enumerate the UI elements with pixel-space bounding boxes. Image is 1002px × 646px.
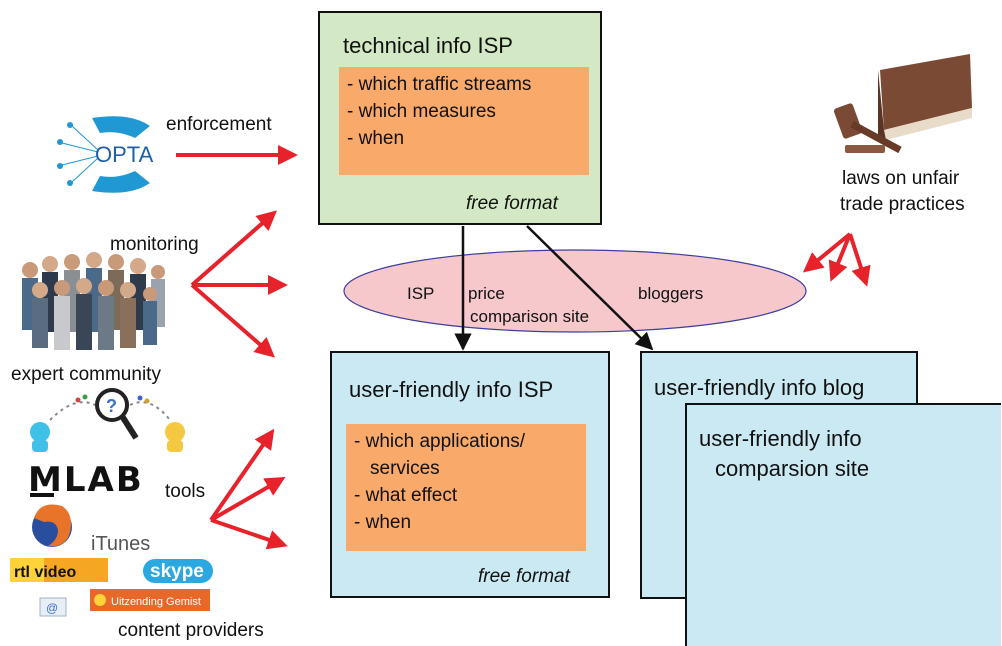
arrow-tech-to-blog — [526, 225, 654, 351]
ellipse-price-label: price — [468, 284, 505, 303]
opta-logo-text: OPTA — [95, 142, 154, 167]
tools-label: tools — [165, 481, 206, 502]
laws-label-line1: laws on unfair — [842, 168, 960, 189]
ellipse-isp-label: ISP — [407, 284, 435, 303]
technical-info-list: - which traffic streams - which measures… — [339, 67, 589, 175]
technical-item-2: - which measures — [347, 101, 496, 122]
firefox-icon — [32, 504, 72, 547]
arrow-tools-up — [209, 428, 275, 522]
expert-community-label: expert community — [11, 364, 161, 385]
uitzending-gemist-text: Uitzending Gemist — [111, 596, 201, 608]
user-info-isp-box: user-friendly info ISP - which applicati… — [330, 351, 610, 598]
expert-community-image — [22, 252, 165, 350]
user-free-format: free format — [478, 566, 570, 587]
red-arrows — [176, 145, 871, 550]
technical-info-title: technical info ISP — [343, 33, 513, 58]
user-info-isp-title: user-friendly info ISP — [349, 377, 554, 402]
user-info-isp-list: - which applications/ services - what ef… — [346, 424, 586, 551]
comparison-title-line2: comparsion site — [715, 456, 870, 481]
user-item-1: - which applications/ — [354, 431, 526, 452]
user-item-2: services — [370, 458, 440, 479]
search-network-icon: ? — [30, 388, 185, 452]
ellipse-bloggers-label: bloggers — [638, 284, 704, 303]
user-item-3: - what effect — [354, 485, 458, 506]
technical-info-box: technical info ISP - which traffic strea… — [318, 11, 602, 225]
actors-ellipse — [343, 249, 807, 333]
content-providers-label: content providers — [118, 620, 264, 641]
arrow-monitoring-down — [190, 283, 276, 358]
user-info-blog-title: user-friendly info blog — [654, 375, 865, 400]
arrow-laws-right — [848, 233, 871, 287]
opta-logo: OPTA — [57, 116, 154, 193]
technical-free-format: free format — [466, 193, 558, 214]
skype-logo: skype — [143, 559, 213, 583]
technical-item-1: - which traffic streams — [347, 74, 532, 95]
itunes-label: iTunes — [91, 533, 150, 555]
ellipse-comparison-label: comparison site — [470, 307, 590, 326]
gavel-book-icon — [833, 54, 972, 154]
laws-label-line2: trade practices — [840, 194, 965, 215]
arrow-monitoring-up — [190, 210, 278, 287]
arrow-laws-left — [802, 232, 852, 273]
technical-item-3: - when — [347, 128, 405, 149]
svg-text:?: ? — [106, 396, 117, 416]
mail-icon: @ — [39, 597, 67, 617]
arrow-tools-mid — [209, 476, 286, 522]
rtl-video-text: rtl video — [14, 564, 76, 581]
user-item-4: - when — [354, 512, 412, 533]
arrow-tools-down — [210, 518, 288, 550]
enforcement-label: enforcement — [166, 114, 272, 135]
mlab-logo: MLAB — [28, 460, 144, 500]
user-info-comparison-box: user-friendly info comparsion site — [685, 403, 1001, 646]
arrow-laws-down — [828, 233, 852, 282]
monitoring-label: monitoring — [110, 234, 199, 255]
rtl-video-logo: rtl video — [10, 558, 108, 582]
uitzending-gemist-logo: Uitzending Gemist — [90, 589, 210, 611]
comparison-title-line1: user-friendly info — [699, 426, 862, 451]
skype-text: skype — [150, 561, 204, 582]
mlab-logo-text: MLAB — [28, 460, 144, 500]
svg-text:@: @ — [46, 601, 58, 615]
